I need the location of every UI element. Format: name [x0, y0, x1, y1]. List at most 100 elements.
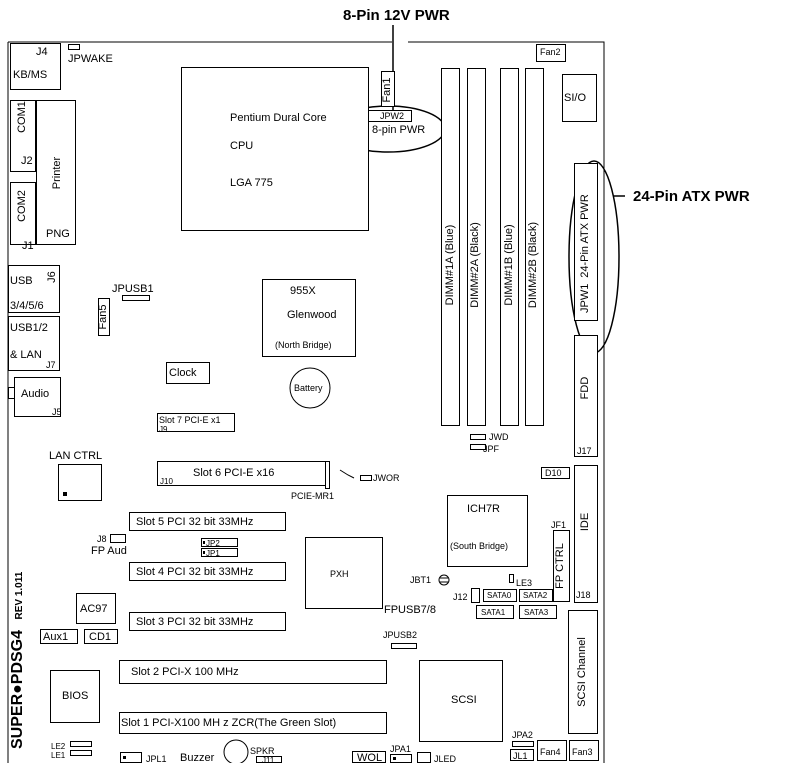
usb-label: USB [10, 275, 33, 287]
le2-label: LE2 [51, 742, 66, 751]
jpw2-connector [368, 110, 412, 122]
slot6-label: Slot 6 PCI-E x16 [193, 467, 275, 479]
scsichan-label: SCSI Channel [576, 637, 588, 707]
nb-label-1: 955X [290, 285, 316, 297]
sata2-label: SATA2 [523, 591, 548, 600]
slot1-label: Slot 1 PCI-X100 MH z ZCR(The Green Slot) [121, 717, 337, 729]
fdd-label: FDD [579, 376, 591, 400]
sata3-port [519, 605, 557, 619]
kbms-label: KB/MS [13, 69, 48, 81]
fan3-header [569, 740, 599, 761]
jp1-pin [203, 551, 205, 554]
cd1-label: CD1 [89, 631, 112, 643]
com2-label: COM2 [16, 190, 28, 222]
fan2-header [536, 44, 566, 62]
jwd-header [470, 434, 486, 440]
jp2-label: JP2 [206, 539, 220, 548]
jbt1-label: JBT1 [410, 575, 432, 585]
bios-label: BIOS [62, 690, 89, 702]
jf1-label: JF1 [551, 520, 567, 530]
scsi-label: SCSI [451, 694, 477, 706]
j10-label: J10 [160, 477, 173, 486]
j1-label: J1 [22, 240, 34, 252]
sata0-port [483, 589, 517, 602]
jpa2-label: JPA2 [512, 730, 533, 740]
j11-label: J11 [262, 756, 275, 765]
jpw1-label: JPW1 [579, 283, 591, 313]
j2-label: J2 [21, 155, 33, 167]
dimm2a-label: DIMM#2A (Black) [469, 222, 481, 308]
j18-label: J18 [576, 590, 591, 600]
jp2-jumper [201, 538, 238, 547]
slot6-pcie-x16 [157, 461, 330, 486]
lan-label: & LAN [10, 349, 42, 361]
fan1-label: Fan1 [381, 77, 393, 103]
jpusb2-label: JPUSB2 [383, 630, 418, 640]
jpf-header [470, 444, 486, 450]
jp1-label: JP1 [206, 549, 220, 558]
slot1-pcix-zcr [119, 712, 387, 734]
jpusb2-header [391, 643, 417, 649]
le1-label: LE1 [51, 751, 66, 760]
aux1-header [40, 629, 78, 644]
jpusb1-header [122, 295, 150, 301]
jled-label: JLED [434, 754, 457, 764]
j6-label: J6 [46, 271, 58, 283]
j12-header [471, 588, 480, 603]
jp1-jumper [201, 548, 238, 557]
fan5-label: Fan5 [97, 304, 109, 330]
fpctrl-label: FP CTRL [554, 543, 566, 589]
north-bridge [262, 279, 356, 357]
scsi-chip [419, 660, 503, 742]
clock-label: Clock [169, 367, 197, 379]
ac97-chip [76, 593, 116, 624]
atx24-label: 24-Pin ATX PWR [579, 194, 591, 278]
jpa2-header [512, 741, 534, 747]
slot2-label: Slot 2 PCI-X 100 MHz [131, 666, 239, 678]
rev-text: REV 1.011 [14, 571, 25, 620]
usb3456-connector [8, 265, 60, 313]
buzzer-label: Buzzer [180, 752, 215, 764]
com1-connector [10, 100, 36, 172]
com2-connector [10, 182, 36, 245]
fan3-label: Fan3 [572, 747, 593, 757]
dimm1a-slot [441, 68, 460, 426]
south-bridge [447, 495, 528, 567]
slot5-pci [129, 512, 286, 531]
slot5-label: Slot 5 PCI 32 bit 33MHz [136, 516, 254, 528]
sio-chip [562, 74, 597, 122]
jpa1-label: JPA1 [390, 744, 411, 754]
jpl1-label: JPL1 [146, 754, 167, 764]
jp2-pin [203, 541, 205, 544]
pciemr1-label: PCIE-MR1 [291, 491, 335, 501]
jled-header [417, 752, 431, 763]
pxh-chip [305, 537, 383, 609]
png-label: PNG [46, 228, 70, 240]
ac97-label: AC97 [80, 603, 108, 615]
slot4-label: Slot 4 PCI 32 bit 33MHz [136, 566, 254, 578]
dimm1b-slot [500, 68, 519, 426]
le3-label: LE3 [516, 578, 533, 588]
le1-led [70, 750, 92, 756]
nb-label-2: Glenwood [287, 309, 337, 321]
buzzer-circle [223, 739, 249, 763]
dimm2a-slot [467, 68, 486, 426]
fpaud-label: FP Aud [91, 545, 127, 557]
sata1-port [476, 605, 514, 619]
le3-led [509, 574, 514, 583]
jl1-header [510, 749, 534, 761]
fdd-connector [574, 335, 598, 457]
jpa1-pin [393, 757, 396, 760]
audio-connector [14, 377, 61, 417]
j5-label: J5 [52, 407, 62, 417]
j8-label: J8 [97, 534, 107, 544]
printer-label: Printer [51, 156, 63, 190]
spkr-label: SPKR [250, 746, 275, 756]
jbt1-circle [438, 574, 450, 586]
jpusb1-label: JPUSB1 [112, 283, 154, 295]
fan4-header [537, 740, 567, 761]
sata1-label: SATA1 [481, 608, 506, 617]
sata0-label: SATA0 [487, 591, 512, 600]
jpf-label: JPF [483, 444, 500, 454]
sata3-label: SATA3 [524, 608, 549, 617]
